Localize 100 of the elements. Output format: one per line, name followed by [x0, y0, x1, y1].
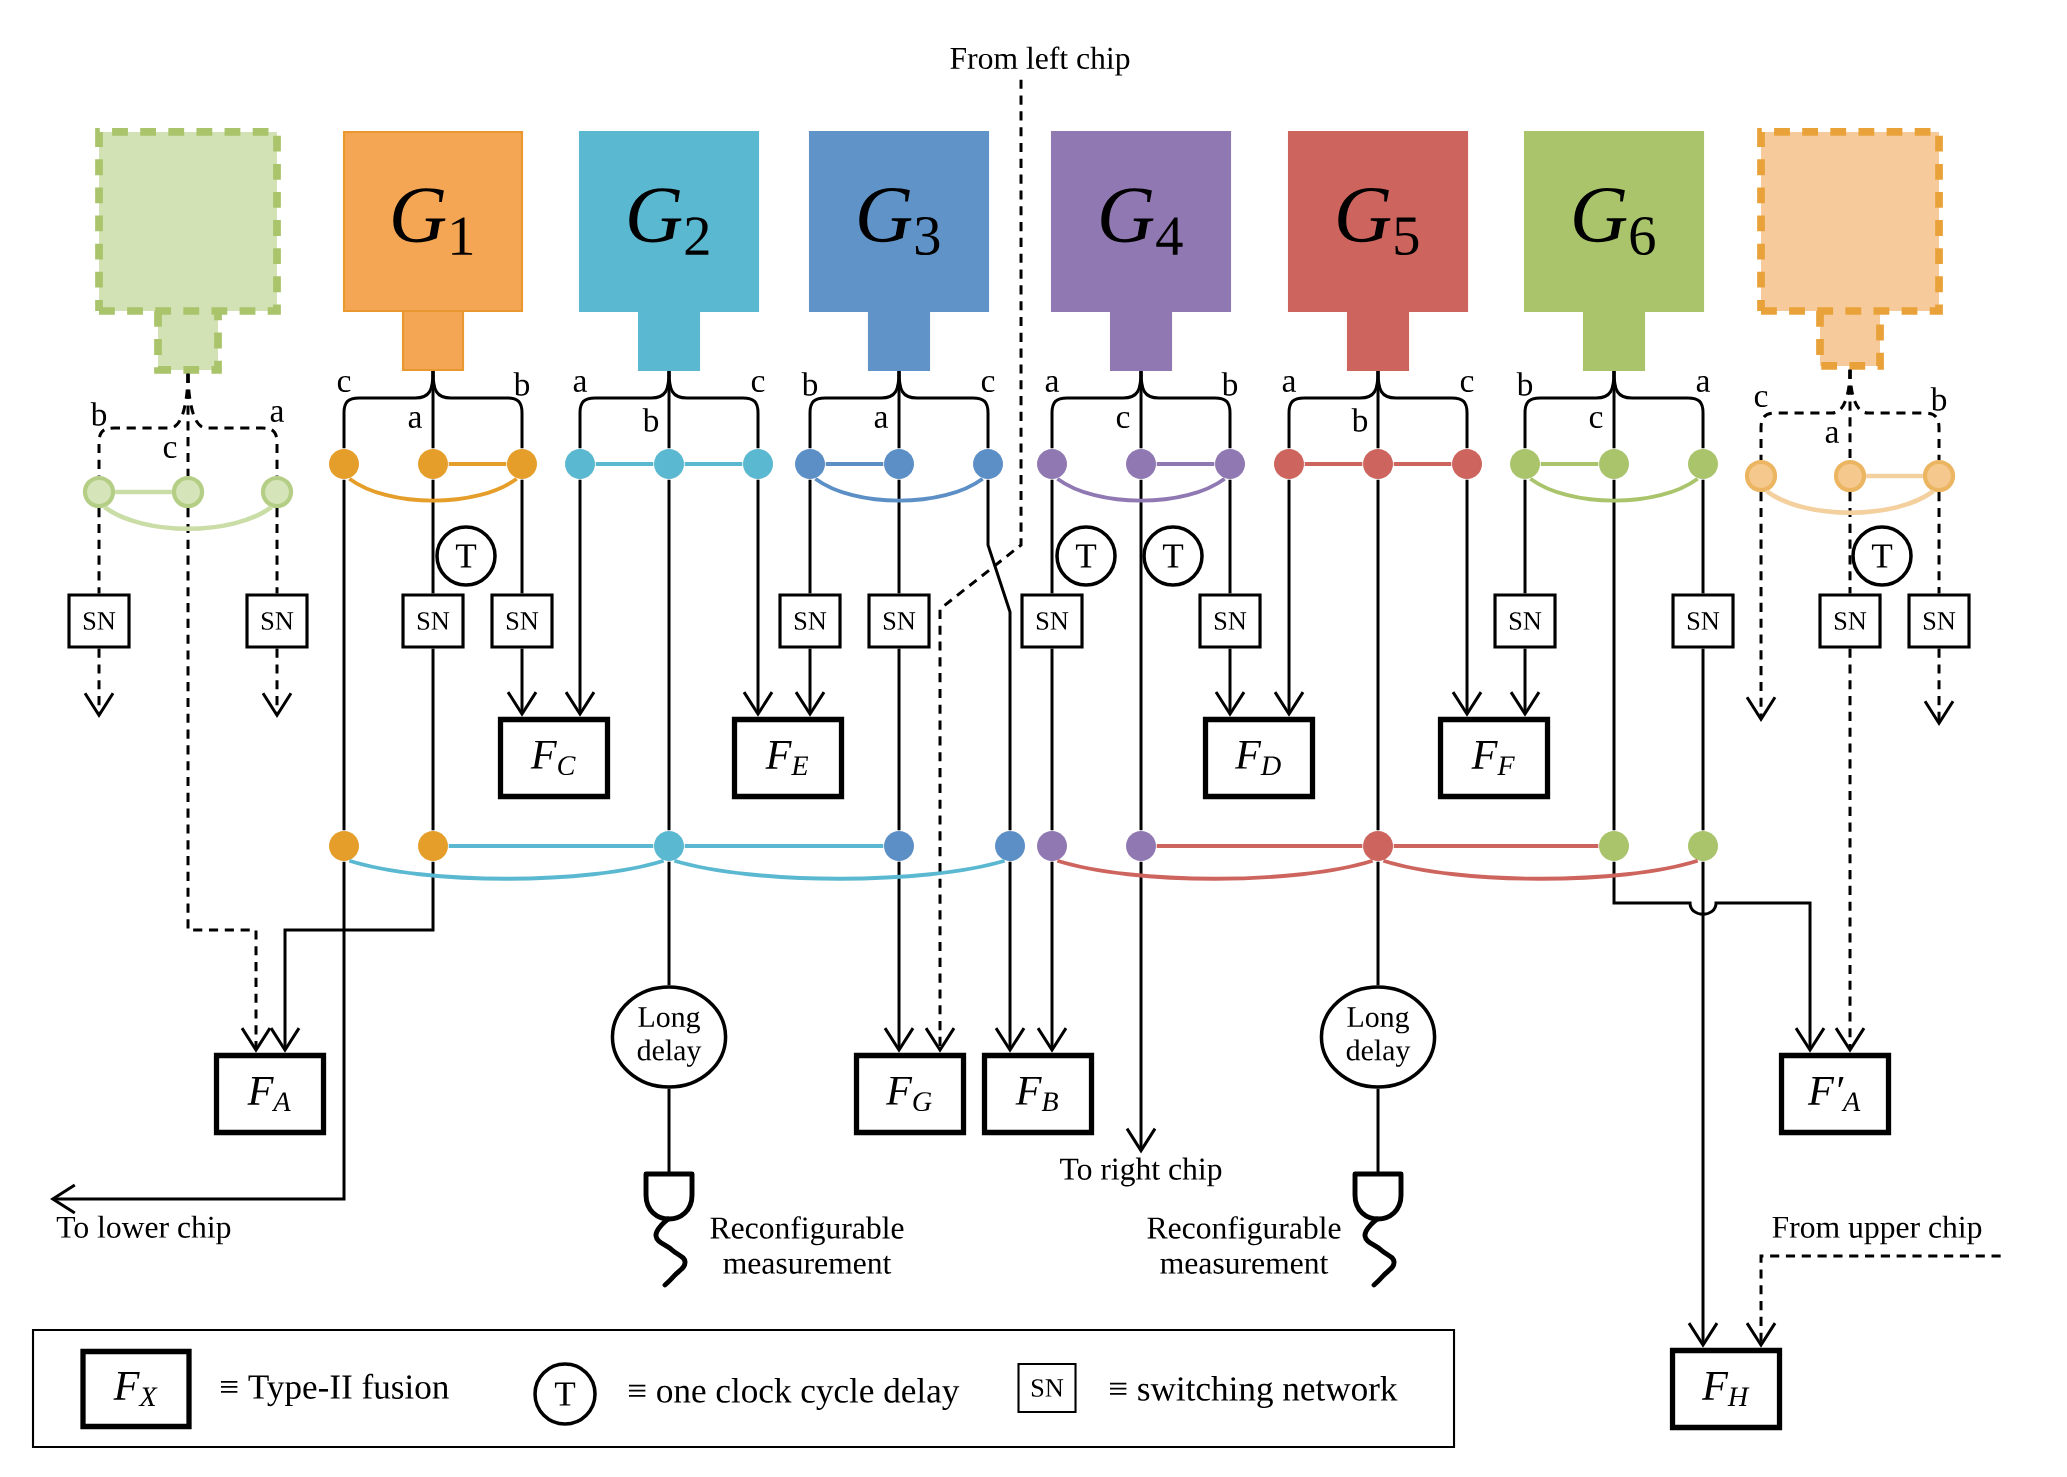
qubit-dot: [171, 475, 205, 509]
qubit-dot: [507, 449, 537, 479]
qubit-dot: [260, 475, 294, 509]
source-box: [1757, 128, 1943, 370]
fusion-box: F$_{F}$: [1437, 716, 1551, 800]
connector-line: [1523, 479, 1527, 594]
link-line: [1393, 844, 1599, 848]
switch-box: SN: [490, 593, 554, 649]
connector-line: [1050, 479, 1054, 594]
link-arc: [673, 858, 1006, 881]
connector-line: [667, 861, 671, 986]
connector-line: [342, 371, 435, 449]
branch-letter: b: [1221, 372, 1238, 396]
connector-line: [1523, 371, 1616, 449]
legend-text: ≡ switching network: [1110, 1376, 1398, 1408]
connector-line: [1376, 1088, 1380, 1173]
connector-line: [667, 479, 671, 831]
fusion-box: F$_{H}$: [1669, 1347, 1783, 1431]
arrow: [1923, 648, 1955, 726]
switch-box: SN: [67, 593, 131, 649]
chip-label: To lower chip: [56, 1215, 231, 1245]
branch-letter: a: [874, 412, 888, 428]
connector-line: [986, 479, 1012, 831]
link-line: [115, 489, 172, 495]
connector-line: [1937, 492, 1941, 594]
arrow: [1612, 861, 1826, 1053]
arrow: [1687, 861, 1719, 1348]
arrow: [186, 508, 272, 1053]
link-arc: [814, 477, 984, 503]
switch-box: SN: [1198, 593, 1262, 649]
link-arc: [1529, 477, 1699, 503]
branch-letter: b: [1930, 387, 1947, 411]
qubit-dot: [1037, 831, 1067, 861]
arrow: [1125, 861, 1157, 1154]
qubit-dot: [743, 449, 773, 479]
branch-letter: c: [981, 375, 995, 393]
qubit-dot: [1599, 831, 1629, 861]
chip-label: From left chip: [950, 46, 1130, 76]
connector-line: [1759, 369, 1852, 460]
link-line: [448, 844, 654, 848]
connector-line: [808, 371, 901, 449]
link-line: [684, 844, 884, 848]
connector-line: [808, 479, 812, 594]
qubit-dot: [1599, 449, 1629, 479]
chip-label: To right chip: [1060, 1157, 1222, 1187]
switch-box: SN: [1671, 593, 1735, 649]
arrow: [269, 861, 435, 1053]
branch-letter: c: [1116, 411, 1130, 429]
qubit-dot: [1688, 831, 1719, 861]
connector-line: [1050, 648, 1054, 831]
qubit-dot: [1744, 459, 1778, 493]
branch-letter: b: [1516, 372, 1533, 396]
connector-line: [1376, 371, 1469, 449]
arrow: [564, 479, 596, 717]
connector-line: [1376, 861, 1380, 986]
fusion-box: F$_{A}$: [213, 1052, 327, 1136]
source-box: G$_{1}$: [342, 130, 524, 372]
branch-letter: c: [751, 375, 765, 393]
arrow: [83, 648, 115, 718]
connector-line: [1701, 648, 1705, 831]
branch-letter: a: [1045, 376, 1059, 392]
arrow: [994, 861, 1026, 1053]
link-line: [1304, 462, 1363, 466]
qubit-dot: [884, 449, 914, 479]
qubit-dot: [795, 449, 825, 479]
connector-line: [1701, 479, 1705, 594]
arrow: [1214, 648, 1246, 717]
source-box: G$_{6}$: [1523, 130, 1705, 372]
legend-text: ≡ one clock cycle delay: [629, 1378, 960, 1410]
fusion-box: F$_{E}$: [731, 716, 845, 800]
qubit-dot: [329, 449, 359, 479]
source-box: G$_{3}$: [808, 130, 990, 372]
link-arc: [1382, 858, 1699, 881]
connector-line: [520, 479, 524, 594]
arrow: [794, 648, 826, 717]
branch-letter: c: [163, 441, 177, 459]
arrow: [261, 648, 293, 718]
connector-line: [1139, 479, 1143, 831]
connector-line: [431, 479, 435, 594]
arrow: [506, 648, 538, 717]
connector-line: [97, 508, 101, 594]
branch-letter: b: [513, 372, 530, 396]
connector-line: [897, 648, 901, 831]
link-line: [825, 462, 884, 466]
connector-line: [897, 371, 990, 449]
qubit-dot: [1363, 449, 1393, 479]
qubit-dot: [418, 449, 448, 479]
link-line: [595, 462, 654, 466]
branch-letter: c: [1589, 411, 1603, 429]
qubit-dot: [1126, 831, 1156, 861]
qubit-dot: [995, 831, 1025, 861]
link-arc: [1056, 477, 1226, 503]
branch-letter: a: [408, 412, 422, 428]
link-arc: [1765, 489, 1935, 515]
branch-letter: a: [1825, 427, 1839, 443]
branch-letter: b: [90, 402, 107, 426]
link-line: [1156, 844, 1363, 848]
connector-line: [897, 479, 901, 594]
link-line: [1156, 462, 1215, 466]
connector-line: [1050, 371, 1143, 449]
